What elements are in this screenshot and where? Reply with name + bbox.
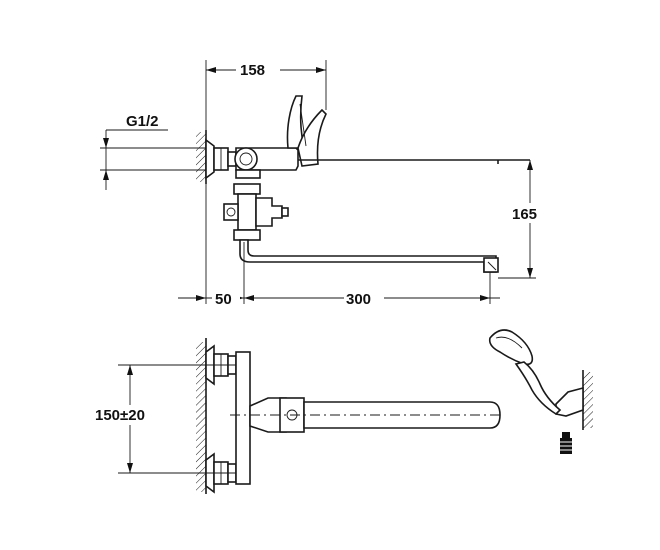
wall-hatch-top <box>196 132 206 182</box>
front-view <box>196 338 501 494</box>
dim-150: 150±20 <box>94 364 236 474</box>
wall-flange <box>205 138 215 180</box>
dim-165-label: 165 <box>512 206 537 223</box>
shower-handle <box>514 361 562 416</box>
diverter-knob <box>223 203 239 221</box>
wall-screw <box>562 432 570 438</box>
dim-300-label: 300 <box>346 291 371 308</box>
thread-label: G1/2 <box>126 113 159 130</box>
hand-shower <box>488 329 593 454</box>
dim-thread: G1/2 <box>100 113 206 190</box>
dim-158-label: 158 <box>240 62 265 79</box>
dim-158: 158 <box>205 60 327 140</box>
wall-hatch-bottom <box>196 342 206 492</box>
shower-head <box>488 329 534 366</box>
mixer-body <box>235 351 251 485</box>
diverter-block <box>233 183 261 195</box>
dim-50-300: 50 300 <box>178 184 500 308</box>
side-view <box>196 95 530 273</box>
shower-holder <box>555 386 584 417</box>
dim-150-label: 150±20 <box>95 407 145 424</box>
body-nut <box>234 147 258 171</box>
swivel-spout <box>239 239 497 273</box>
shower-outlet <box>255 197 283 227</box>
dim-50-label: 50 <box>215 291 232 308</box>
wall-hatch-shower <box>583 372 593 428</box>
dim-165: 165 <box>498 160 552 279</box>
